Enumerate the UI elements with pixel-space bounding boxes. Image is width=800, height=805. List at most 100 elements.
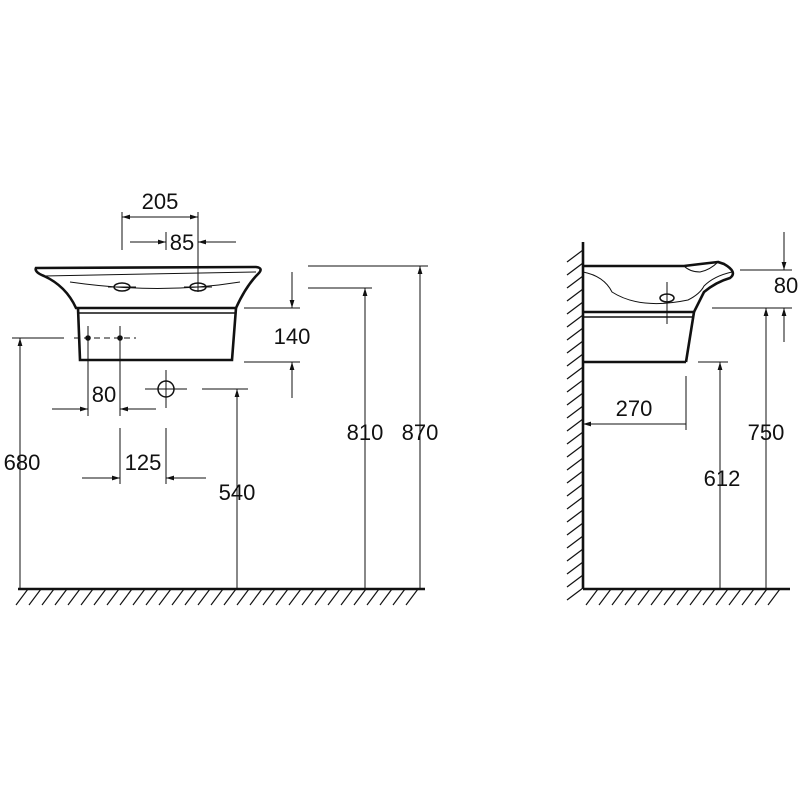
hatch-stroke <box>566 535 584 549</box>
front-drain-symbol <box>145 370 187 408</box>
hatch-stroke <box>566 483 584 497</box>
hatch-stroke <box>566 574 584 588</box>
hatch-stroke <box>566 470 584 484</box>
hatch-stroke <box>637 588 651 606</box>
hatch-stroke <box>663 588 677 606</box>
front-view: 205 85 140 80 <box>4 189 439 606</box>
hatch-stroke <box>702 588 716 606</box>
hatch-stroke <box>566 405 584 419</box>
hatch-stroke <box>754 588 768 606</box>
front-tap-holes <box>108 282 212 292</box>
dim-total-height: 870 <box>308 265 439 589</box>
dim-pedestal-height-label: 810 <box>347 420 384 445</box>
side-basin-outline <box>582 260 735 364</box>
dim-projection: 270 <box>583 376 687 430</box>
hatch-stroke <box>405 588 419 606</box>
hatch-stroke <box>624 588 638 606</box>
dim-body-height: 750 <box>748 308 785 589</box>
hatch-stroke <box>28 588 42 606</box>
hatch-stroke <box>767 588 781 606</box>
front-basin-outline <box>34 265 262 362</box>
hatch-stroke <box>566 457 584 471</box>
hatch-stroke <box>566 249 584 263</box>
hatch-stroke <box>689 588 703 606</box>
dim-drain-hole-spacing: 80 <box>52 350 156 416</box>
hatch-stroke <box>379 588 393 606</box>
hatch-stroke <box>566 262 584 276</box>
dim-basin-width-label: 205 <box>142 189 179 214</box>
dim-fixing-height: 680 <box>4 337 64 589</box>
dim-drain-height-label: 540 <box>219 480 256 505</box>
dim-tap-spacing-label: 85 <box>170 230 194 255</box>
dim-drain-offset: 125 <box>82 428 206 484</box>
hatch-stroke <box>366 588 380 606</box>
hatch-stroke <box>119 588 133 606</box>
dim-rim-depth: 80 <box>712 232 798 342</box>
hatch-stroke <box>275 588 289 606</box>
hatch-stroke <box>392 588 406 606</box>
hatch-stroke <box>106 588 120 606</box>
dim-rim-thickness: 140 <box>244 272 310 398</box>
hatch-stroke <box>566 340 584 354</box>
hatch-stroke <box>566 327 584 341</box>
dim-drain-offset-label: 125 <box>125 450 162 475</box>
hatch-stroke <box>288 588 302 606</box>
hatch-stroke <box>236 588 250 606</box>
hatch-stroke <box>301 588 315 606</box>
hatch-stroke <box>676 588 690 606</box>
hatch-stroke <box>249 588 263 606</box>
hatch-stroke <box>132 588 146 606</box>
hatch-stroke <box>54 588 68 606</box>
hatch-stroke <box>80 588 94 606</box>
hatch-stroke <box>566 548 584 562</box>
hatch-stroke <box>340 588 354 606</box>
hatch-stroke <box>585 588 599 606</box>
hatch-stroke <box>715 588 729 606</box>
dim-fixing-height-label: 680 <box>4 450 41 475</box>
hatch-stroke <box>566 431 584 445</box>
hatch-stroke <box>566 587 584 601</box>
hatch-stroke <box>566 418 584 432</box>
hatch-stroke <box>314 588 328 606</box>
hatch-stroke <box>566 366 584 380</box>
hatch-stroke <box>598 588 612 606</box>
hatch-stroke <box>566 275 584 289</box>
hatch-stroke <box>566 314 584 328</box>
dim-pedestal-height: 810 <box>308 287 384 589</box>
hatch-stroke <box>741 588 755 606</box>
hatch-stroke <box>566 379 584 393</box>
hatch-stroke <box>566 509 584 523</box>
hatch-stroke <box>145 588 159 606</box>
hatch-stroke <box>611 588 625 606</box>
hatch-stroke <box>223 588 237 606</box>
dim-projection-label: 270 <box>616 396 653 421</box>
dim-drain-height: 540 <box>202 388 256 589</box>
hatch-stroke <box>197 588 211 606</box>
hatch-stroke <box>566 392 584 406</box>
hatch-stroke <box>210 588 224 606</box>
dim-side-drain-height-label: 612 <box>704 466 741 491</box>
hatch-stroke <box>262 588 276 606</box>
dim-tap-spacing: 85 <box>130 230 236 255</box>
hatch-stroke <box>566 496 584 510</box>
dim-total-height-label: 870 <box>402 420 439 445</box>
hatch-stroke <box>93 588 107 606</box>
hatch-stroke <box>184 588 198 606</box>
hatch-stroke <box>728 588 742 606</box>
front-fixing-holes <box>74 326 136 350</box>
hatch-stroke <box>327 588 341 606</box>
hatch-stroke <box>566 353 584 367</box>
hatch-stroke <box>566 288 584 302</box>
dim-drain-hole-spacing-label: 80 <box>92 382 116 407</box>
hatch-stroke <box>353 588 367 606</box>
dim-body-height-label: 750 <box>748 420 785 445</box>
hatch-stroke <box>158 588 172 606</box>
hatch-stroke <box>171 588 185 606</box>
hatch-stroke <box>566 444 584 458</box>
hatch-stroke <box>566 522 584 536</box>
dim-rim-thickness-label: 140 <box>274 324 311 349</box>
hatch-stroke <box>650 588 664 606</box>
hatch-stroke <box>67 588 81 606</box>
side-wall-and-floor <box>566 242 790 606</box>
hatch-stroke <box>566 301 584 315</box>
